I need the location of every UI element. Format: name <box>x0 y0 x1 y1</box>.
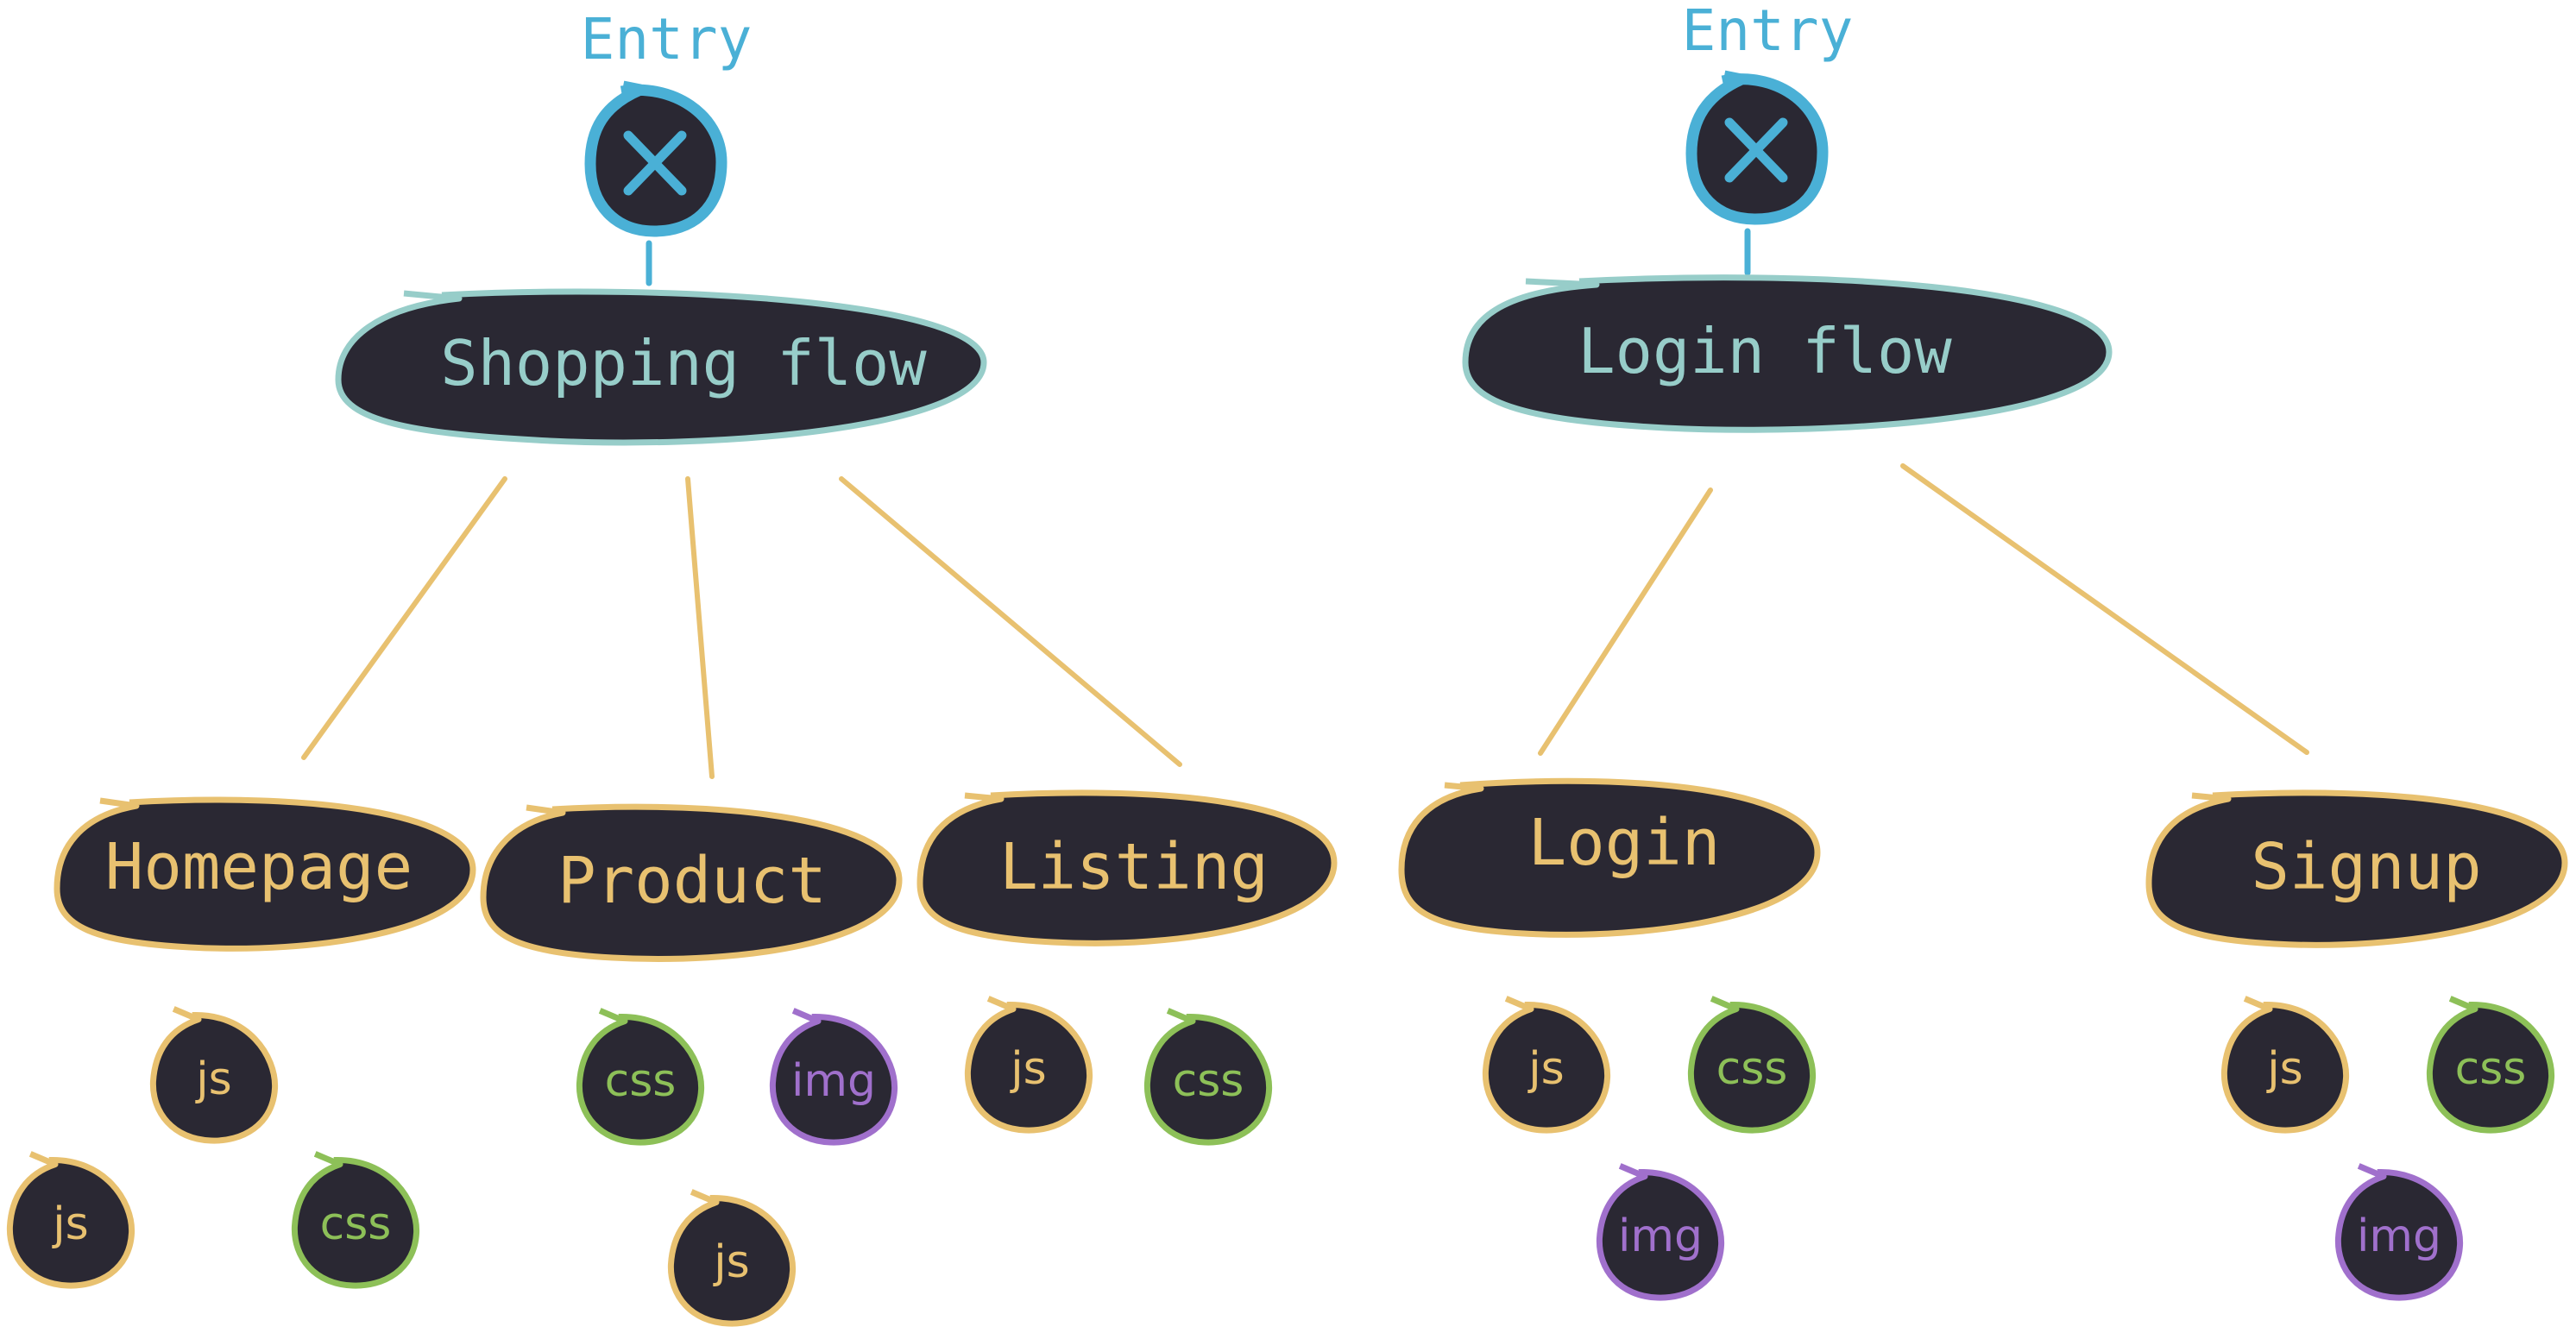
asset-label: css <box>1716 1043 1788 1095</box>
page-label: Homepage <box>105 830 413 904</box>
edge-login-login <box>1538 487 1713 756</box>
flow-ellipse <box>1462 274 2113 433</box>
asset-blob <box>667 1189 797 1327</box>
asset-blob <box>1143 1008 1273 1146</box>
asset-node-img[interactable]: img <box>769 1008 898 1146</box>
asset-label: css <box>1173 1055 1244 1107</box>
asset-node-img[interactable]: img <box>1596 1163 1725 1301</box>
entry-node-login[interactable]: Entry <box>1682 0 1854 225</box>
asset-node-css[interactable]: css <box>1687 996 1817 1134</box>
asset-node-img[interactable]: img <box>2334 1163 2464 1301</box>
asset-node-js[interactable]: js <box>667 1189 797 1327</box>
connectors <box>301 228 2309 779</box>
asset-node-css[interactable]: css <box>576 1008 705 1146</box>
asset-blob <box>964 996 1093 1134</box>
asset-blob <box>769 1008 898 1146</box>
page-ellipse <box>1398 777 1821 938</box>
page-node-signup[interactable]: Signup <box>2145 789 2568 948</box>
asset-nodes: js js css css img js js css js css img j… <box>6 996 2555 1327</box>
page-label: Signup <box>2251 830 2481 904</box>
asset-node-js[interactable]: js <box>2220 996 2350 1134</box>
asset-blob <box>149 1006 279 1144</box>
page-node-login[interactable]: Login <box>1398 777 1821 938</box>
asset-label: css <box>2455 1043 2527 1095</box>
asset-node-css[interactable]: css <box>1143 1008 1273 1146</box>
asset-blob <box>2220 996 2350 1134</box>
edge-shopping-listing <box>839 476 1182 767</box>
flow-label: Shopping flow <box>440 327 927 399</box>
asset-blob <box>291 1151 420 1289</box>
asset-blob <box>1687 996 1817 1134</box>
asset-node-css[interactable]: css <box>291 1151 420 1289</box>
edge-shopping-product <box>685 476 715 779</box>
asset-label: css <box>605 1055 677 1107</box>
page-ellipse <box>54 796 476 952</box>
page-label: Listing <box>999 830 1269 904</box>
entry-node-shopping[interactable]: Entry <box>581 6 753 237</box>
flow-label: Login flow <box>1578 315 1952 387</box>
asset-blob <box>6 1151 135 1289</box>
edge-shopping-homepage <box>301 476 507 760</box>
asset-blob <box>2426 996 2555 1134</box>
asset-label: img <box>2357 1210 2441 1262</box>
asset-blob <box>1482 996 1611 1134</box>
page-ellipse <box>916 789 1338 946</box>
asset-label: js <box>1527 1043 1565 1095</box>
asset-node-js[interactable]: js <box>1482 996 1611 1134</box>
page-ellipse <box>480 803 903 962</box>
page-node-product[interactable]: Product <box>480 803 903 962</box>
page-node-listing[interactable]: Listing <box>916 789 1338 946</box>
flow-ellipse <box>335 288 987 446</box>
page-label: Login <box>1528 806 1721 880</box>
close-x-icon <box>1724 117 1788 183</box>
asset-label: js <box>713 1236 750 1288</box>
flow-node-shopping[interactable]: Shopping flow <box>335 288 987 446</box>
asset-label: img <box>1618 1210 1703 1262</box>
asset-blob <box>1596 1163 1725 1301</box>
asset-blob <box>576 1008 705 1146</box>
asset-node-js[interactable]: js <box>964 996 1093 1134</box>
asset-label: js <box>52 1198 89 1250</box>
asset-node-js[interactable]: js <box>149 1006 279 1144</box>
asset-blob <box>2334 1163 2464 1301</box>
asset-label: img <box>791 1055 876 1107</box>
entry-label: Entry <box>581 6 753 72</box>
page-ellipse <box>2145 789 2568 948</box>
asset-node-css[interactable]: css <box>2426 996 2555 1134</box>
asset-label: js <box>2266 1043 2303 1095</box>
asset-label: css <box>320 1198 392 1250</box>
asset-node-js[interactable]: js <box>6 1151 135 1289</box>
entry-label: Entry <box>1682 0 1854 64</box>
page-node-homepage[interactable]: Homepage <box>54 796 476 952</box>
asset-label: js <box>1010 1043 1047 1095</box>
page-label: Product <box>557 844 827 918</box>
asset-label: js <box>195 1053 232 1105</box>
close-x-icon <box>623 130 687 196</box>
flow-node-login[interactable]: Login flow <box>1462 274 2113 433</box>
edge-login-signup <box>1900 463 2309 755</box>
